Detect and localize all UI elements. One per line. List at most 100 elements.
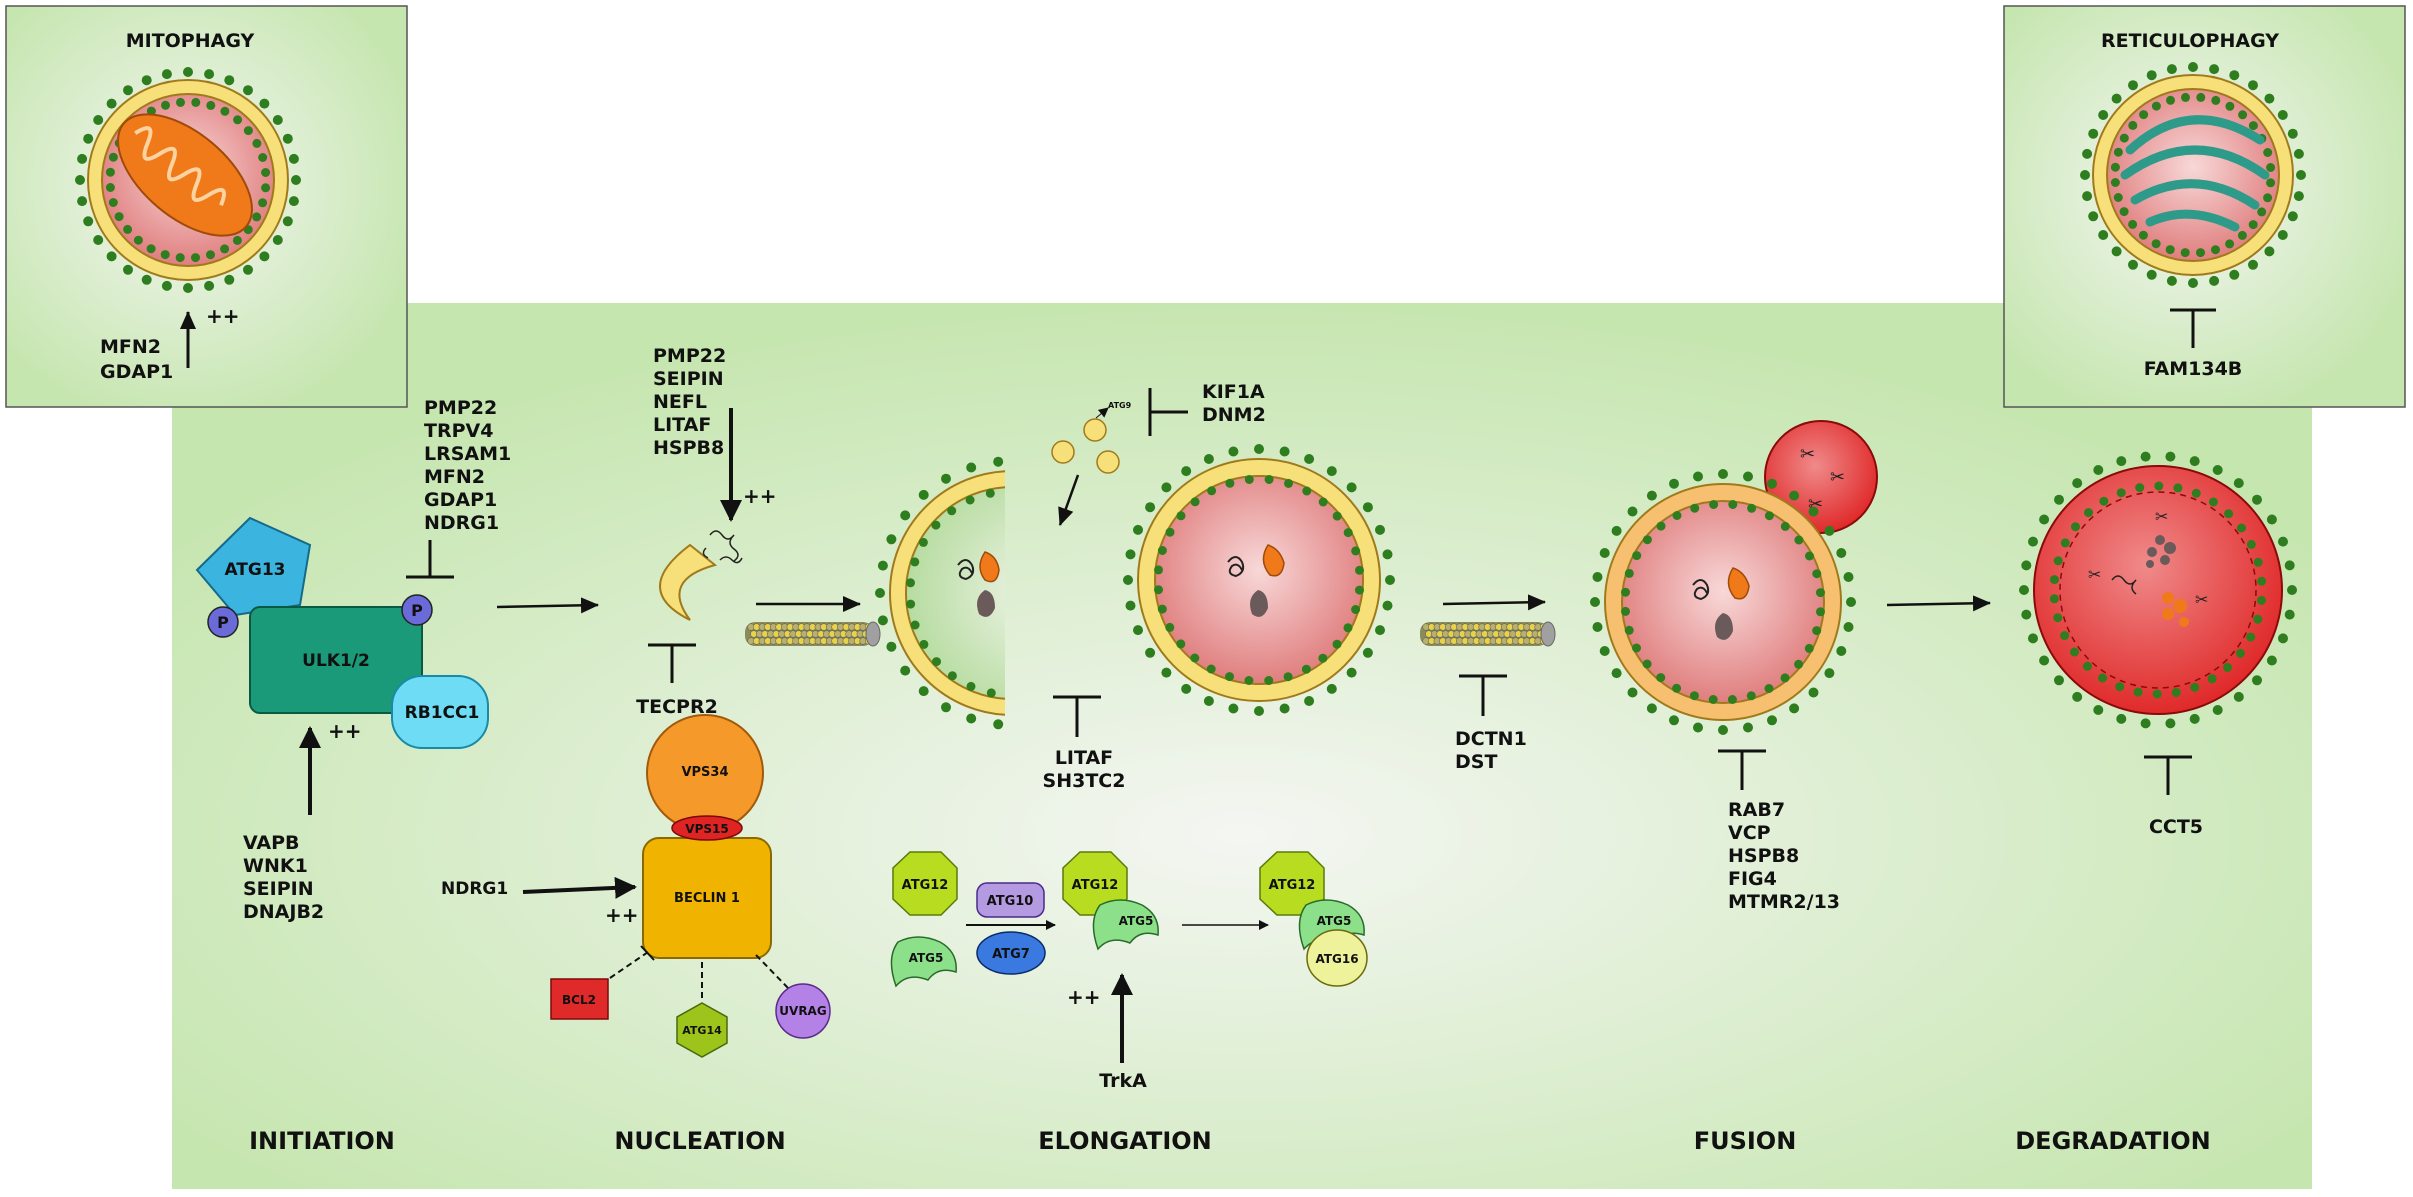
atg12-label-1: ATG12 [902,878,949,893]
initiation-inhibitor-6: NDRG1 [424,512,499,534]
arrow-fusion-to-degradation [1886,595,1991,612]
mitophagy-plus: ++ [206,304,240,328]
atg16-ellipse [1306,929,1368,987]
elongation-top-inhibit-bar [1148,388,1188,436]
atg5-label-2: ATG5 [1119,914,1154,928]
endoplasmic-reticulum-icon [2120,115,2270,232]
initiation-inhibit-bar [406,540,454,579]
nucleation-activator-1: PMP22 [653,345,726,367]
cargo-blob-1-icon [977,590,995,617]
atg12-label-3: ATG12 [1269,878,1316,893]
ndrg1-activation-arrow [522,876,637,899]
initiation-activator-4: DNAJB2 [243,901,324,923]
atg7-label: ATG7 [992,947,1030,962]
transport-inhibitor-2: DST [1455,751,1497,773]
microtubule-2-icon [1420,621,1556,647]
svg-text:✂: ✂ [2088,565,2101,584]
mito-fragment-3-icon [1727,567,1750,600]
cargo-squiggle-icon [702,530,743,564]
vps15-label: VPS15 [685,822,728,836]
mitophagy-gene-2: GDAP1 [100,361,173,383]
degraded-cargo-icons: ✂ ✂ ✂ [2088,507,2208,627]
mitophagy-title: MITOPHAGY [126,30,255,52]
elongation-bottom-inhibit-bar [1053,695,1101,737]
cargo-blob-3-icon [1715,613,1733,640]
uvrag-label: UVRAG [779,1004,826,1018]
initiation-inhibitor-2: TRPV4 [424,420,493,442]
initiation-inhibitor-5: GDAP1 [424,489,497,511]
mito-fragment-2-icon [1262,544,1285,577]
atg13-label: ATG13 [224,560,285,580]
mitochondrion-icon [117,113,253,237]
reticulophagy-title: RETICULOPHAGY [2101,30,2279,52]
reticulophagy-gene: FAM134B [2144,358,2243,380]
main-panel [172,303,2312,1189]
mitophagy-inset: MITOPHAGY ++ MFN2 GDAP1 [5,5,408,408]
svg-text:✂: ✂ [2155,507,2168,526]
vps15-ellipse [671,815,743,841]
uvrag-circle [775,983,831,1039]
reticulophagy-inhibit-bar [2170,308,2216,348]
beclin-label: BECLIN 1 [674,891,740,906]
phagophore-forming [875,456,1005,730]
microtubule-1-icon [745,621,881,647]
arrow-initiation-to-nucleation [496,597,599,614]
cargo-squiggle-3-icon [1227,556,1245,578]
atg5-label-3: ATG5 [1317,914,1352,928]
atg5-shape-1 [890,936,957,988]
phagophore-crescent-icon [659,543,718,621]
cargo-blob-2-icon [1250,590,1268,617]
reticulophagy-inset: RETICULOPHAGY FAM134B [2003,5,2406,408]
fusion-inhibitor-3: HSPB8 [1728,845,1799,867]
mito-fragment-1-icon [979,551,1000,583]
bcl2-box [550,978,609,1020]
atg12-octagon-1 [892,851,958,916]
ulk-label: ULK1/2 [302,651,370,671]
svg-text:✂: ✂ [1800,444,1815,465]
vps34-label: VPS34 [681,765,728,780]
autophagosome [1123,444,1395,716]
nucleation-inhibitor: TECPR2 [636,696,718,718]
nucleation-activator-5: HSPB8 [653,437,724,459]
phospho-2-label: P [411,601,423,620]
atg9-label: ATG9 [1108,401,1132,410]
autolysosome [2019,451,2297,729]
trka-label: TrkA [1099,1070,1147,1092]
fusion-inhibit-bar [1718,749,1766,790]
stage-fusion: FUSION [1694,1127,1797,1155]
degradation-inhibit-bar [2144,755,2192,795]
initiation-inhibitor-4: MFN2 [424,466,485,488]
elongation-plus: ++ [1067,985,1101,1009]
fusion-inhibitor-4: FIG4 [1728,868,1777,890]
nucleation-inhibit-bar [648,643,696,683]
atg10-box [976,882,1045,918]
rb1cc1-box [391,675,489,749]
initiation-inhibitor-1: PMP22 [424,397,497,419]
nucleation-activator-3: NEFL [653,391,707,413]
atg14-label: ATG14 [682,1024,722,1037]
atg5-shape-2 [1092,899,1159,951]
cargo-squiggle-2-icon [957,559,975,581]
phospho-1-label: P [217,613,229,632]
elongation-bottom-inhibitor-1: LITAF [1055,747,1113,769]
scissors-icon-group: ✂ ✂ ✂ [1800,444,1845,515]
elongation-top-inhibitor-1: KIF1A [1202,381,1265,403]
svg-text:✂: ✂ [2195,590,2208,609]
phospho-1-icon [207,606,239,638]
svg-text:✂: ✂ [1830,467,1845,488]
uvrag-link [755,954,789,989]
atg7-ellipse [976,931,1046,975]
reticulophagy-autophagosome [2080,62,2306,288]
stage-initiation: INITIATION [249,1127,395,1155]
fusion-inhibitor-1: RAB7 [1728,799,1785,821]
atg10-label: ATG10 [987,894,1034,909]
initiation-plus: ++ [328,719,362,743]
cargo-squiggle-4-icon [1692,579,1710,601]
ulk-box [249,606,423,714]
nucleation-plus: ++ [743,484,777,508]
initiation-complex: ATG13 ULK1/2 RB1CC1 P P [195,516,489,749]
mitophagy-gene-1: MFN2 [100,336,161,358]
stage-elongation: ELONGATION [1038,1127,1212,1155]
initiation-activator-1: VAPB [243,832,300,854]
elongation-top-inhibitor-2: DNM2 [1202,404,1266,426]
